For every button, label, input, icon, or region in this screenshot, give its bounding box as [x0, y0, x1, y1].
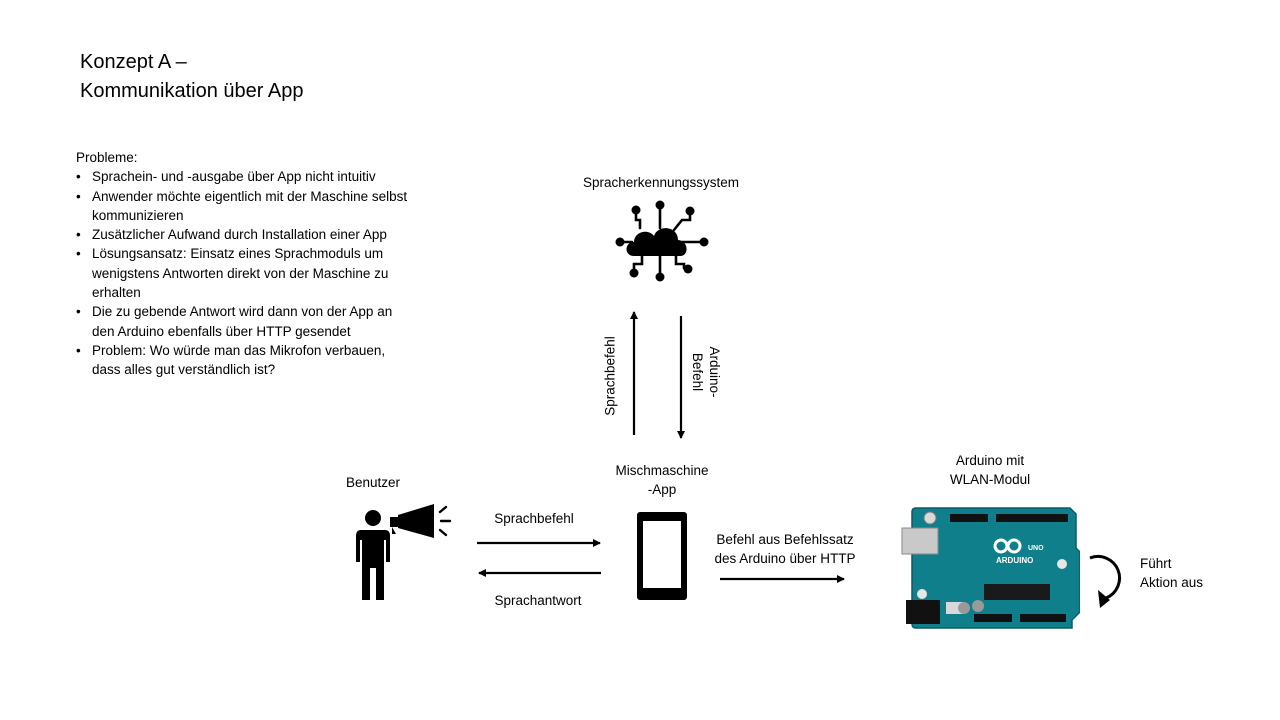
arrow-app-to-arduino-line-2: des Arduino über HTTP [714, 551, 856, 566]
title-line-2: Kommunikation über App [80, 80, 304, 102]
app-label-line-1: Mischmaschine [615, 463, 709, 478]
cloud-network-icon [615, 200, 709, 282]
action-label-line-2: Aktion aus [1140, 575, 1204, 590]
problems-box: Probleme: Sprachein- und -ausgabe über A… [76, 148, 416, 380]
problem-item: Zusätzlicher Aufwand durch Installation … [76, 225, 416, 245]
board-model-text: UNO [1028, 545, 1044, 552]
title-line-1: Konzept A – [80, 51, 187, 73]
arrow-app-to-arduino-label: Befehl aus Befehlssatz des Arduino über … [714, 530, 855, 568]
arduino-board-icon: ARDUINO UNO [901, 507, 1080, 629]
problem-item: Lösungsansatz: Einsatz eines Sprachmodul… [76, 244, 416, 302]
problem-item: Die zu gebende Antwort wird dann von der… [76, 302, 416, 341]
arrow-user-to-app-label: Sprachbefehl [494, 511, 574, 526]
action-label: Führt Aktion aus [1140, 554, 1203, 592]
user-label: Benutzer [345, 475, 401, 490]
arduino-label-line-2: WLAN-Modul [949, 472, 1031, 487]
problems-heading: Probleme: [76, 150, 138, 165]
action-cycle-icon [1089, 554, 1122, 608]
arrow-app-to-user-label: Sprachantwort [494, 593, 582, 608]
arrow-app-to-arduino-line-1: Befehl aus Befehlssatz [716, 532, 854, 547]
smartphone-icon [637, 512, 687, 600]
user-megaphone-icon [356, 504, 452, 600]
problems-list: Sprachein- und -ausgabe über App nicht i… [76, 167, 416, 379]
app-label-line-2: -App [647, 482, 677, 497]
app-label: Mischmaschine -App [615, 461, 708, 499]
arduino-label: Arduino mit WLAN-Modul [950, 451, 1030, 489]
problem-item: Problem: Wo würde man das Mikrofon verba… [76, 341, 416, 380]
action-label-line-1: Führt [1140, 556, 1172, 571]
problem-item: Anwender möchte eigentlich mit der Masch… [76, 187, 416, 226]
arduino-label-line-1: Arduino mit [955, 453, 1025, 468]
slide-title: Konzept A – Kommunikation über App [80, 48, 303, 106]
speech-system-label: Spracherkennungssystem [582, 175, 740, 190]
board-brand-text: ARDUINO [996, 556, 1033, 565]
problem-item: Sprachein- und -ausgabe über App nicht i… [76, 167, 416, 187]
